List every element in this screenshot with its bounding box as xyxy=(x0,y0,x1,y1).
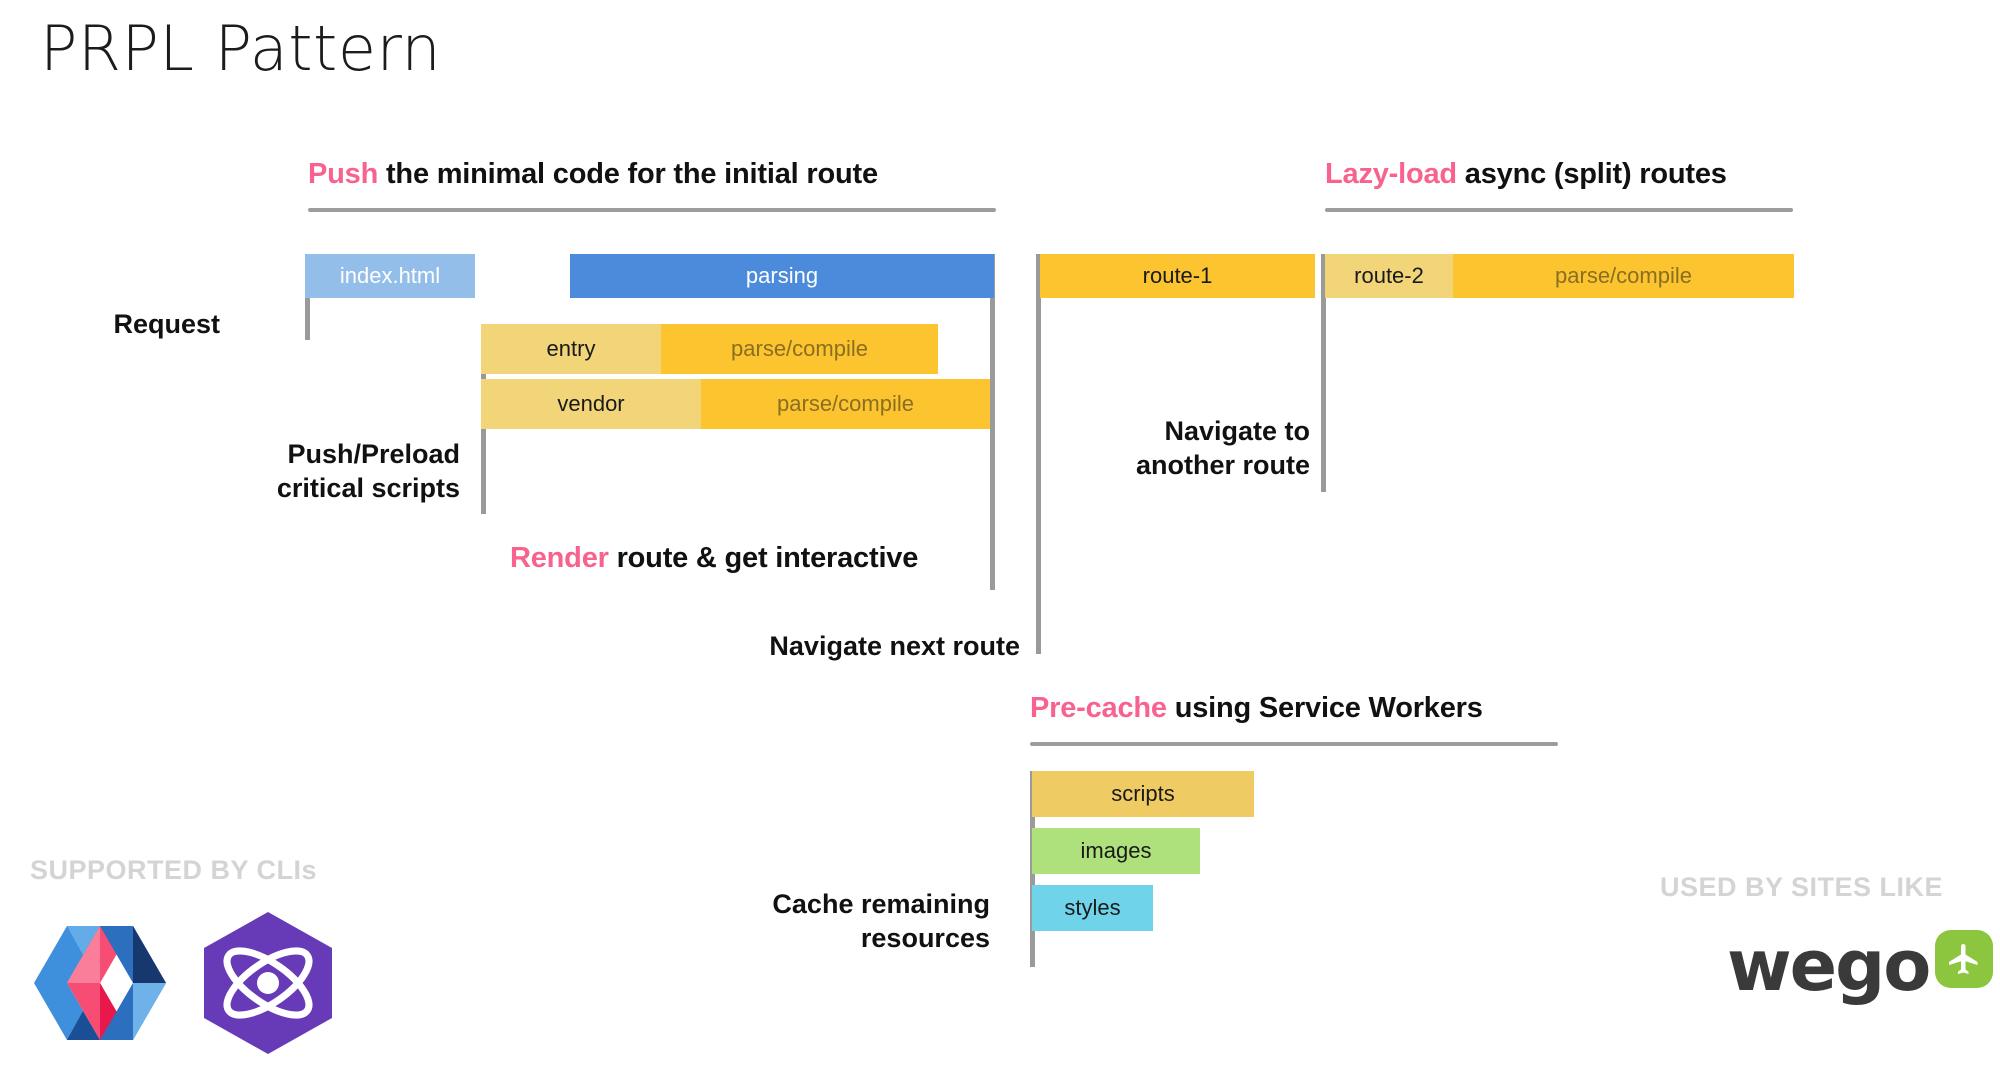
bar-segment-styles: styles xyxy=(1032,885,1153,931)
label-navigate-another-route: Navigate to another route xyxy=(1135,416,1310,480)
bar-entry: entry parse/compile xyxy=(481,324,938,374)
section-heading-render-highlight: Render xyxy=(510,542,609,574)
section-heading-render: Render route & get interactive xyxy=(510,542,918,575)
page-title: PRPL Pattern xyxy=(40,12,442,85)
bar-images: images xyxy=(1032,828,1200,874)
airplane-icon xyxy=(1949,944,1978,974)
bar-segment-parsing: parsing xyxy=(570,254,994,298)
section-heading-precache: Pre-cache using Service Workers xyxy=(1030,692,1483,725)
bar-segment-vendor-parse-compile: parse/compile xyxy=(701,379,990,429)
bar-scripts: scripts xyxy=(1032,771,1254,817)
timeline-guide-navigate-next xyxy=(1036,254,1041,654)
section-heading-precache-rest: using Service Workers xyxy=(1166,692,1483,724)
bar-parsing: parsing xyxy=(570,254,994,298)
polymer-logo xyxy=(34,920,166,1046)
footer-caption-left: SUPPORTED BY CLIs xyxy=(30,855,318,885)
section-rule-precache xyxy=(1030,742,1558,746)
section-heading-push-highlight: Push xyxy=(308,158,379,190)
section-rule-push xyxy=(308,208,996,212)
bar-segment-entry-parse-compile: parse/compile xyxy=(661,324,938,374)
bar-segment-entry: entry xyxy=(481,324,661,374)
section-heading-lazy-rest: async (split) routes xyxy=(1456,158,1727,190)
timeline-guide-render xyxy=(990,254,995,590)
bar-index-html: index.html xyxy=(305,254,475,298)
footer-caption-right: USED BY SITES LIKE xyxy=(1660,872,1944,902)
preact-logo-icon xyxy=(204,912,332,1054)
bar-vendor: vendor parse/compile xyxy=(481,379,990,429)
bar-route-1: route-1 xyxy=(1040,254,1315,298)
bar-styles: styles xyxy=(1032,885,1153,931)
wego-plane-badge xyxy=(1935,930,1994,988)
section-heading-precache-highlight: Pre-cache xyxy=(1030,692,1167,724)
bar-segment-vendor: vendor xyxy=(481,379,701,429)
bar-segment-images: images xyxy=(1032,828,1200,874)
section-heading-push-rest: the minimal code for the initial route xyxy=(378,158,878,190)
bar-segment-scripts: scripts xyxy=(1032,771,1254,817)
preact-logo xyxy=(200,910,336,1056)
bar-segment-route-1: route-1 xyxy=(1040,254,1315,298)
wego-wordmark: wego xyxy=(1727,925,1931,1007)
timeline-guide-navigate-another xyxy=(1321,254,1326,492)
label-navigate-next-route: Navigate next route xyxy=(769,631,1020,661)
bar-segment-route-2: route-2 xyxy=(1325,254,1453,298)
label-request: Request xyxy=(113,309,220,339)
bar-segment-index-html: index.html xyxy=(305,254,475,298)
bar-segment-route-2-parse-compile: parse/compile xyxy=(1453,254,1794,298)
section-rule-lazy xyxy=(1325,208,1793,212)
bar-route-2: route-2 parse/compile xyxy=(1325,254,1794,298)
section-heading-push: Push the minimal code for the initial ro… xyxy=(308,158,878,191)
label-push-preload: Push/Preload critical scripts xyxy=(276,439,460,503)
polymer-logo-icon xyxy=(34,926,166,1040)
section-heading-render-rest: route & get interactive xyxy=(608,542,919,574)
section-heading-lazy-highlight: Lazy-load xyxy=(1325,158,1457,190)
section-heading-lazy: Lazy-load async (split) routes xyxy=(1325,158,1727,191)
label-cache-remaining: Cache remaining resources xyxy=(772,889,990,953)
wego-logo: wego xyxy=(1727,925,1994,1007)
